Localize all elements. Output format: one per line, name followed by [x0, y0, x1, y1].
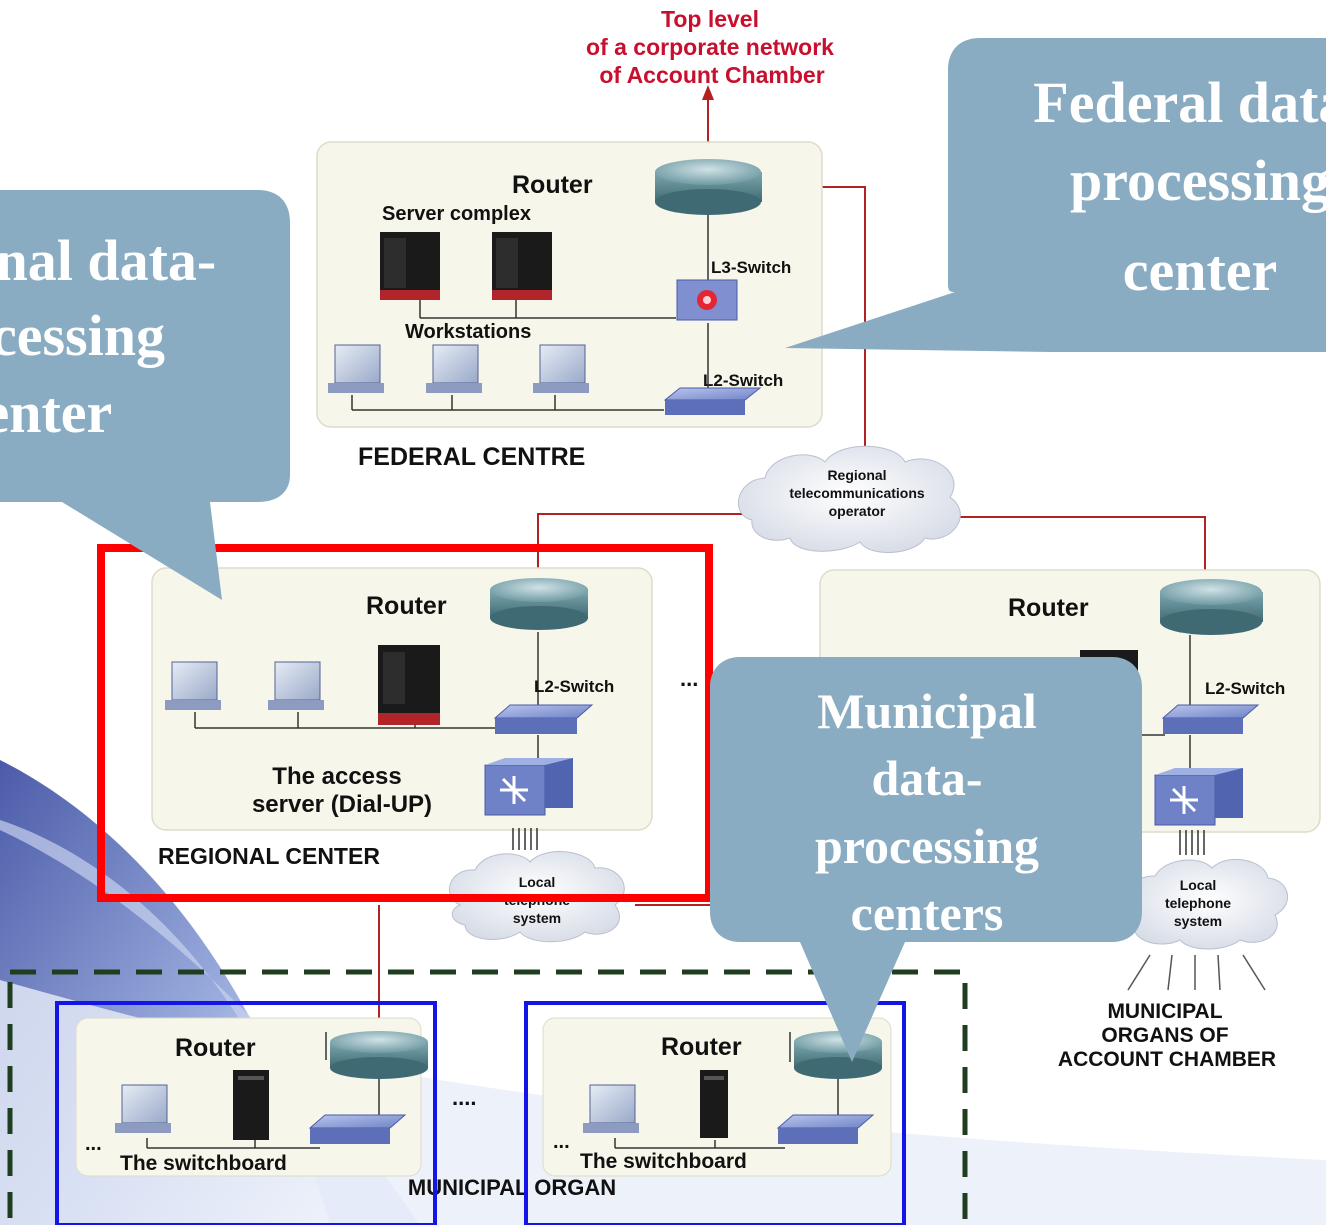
ellipsis-regional: ... — [680, 666, 698, 691]
municipal-highlight-box-right — [524, 1001, 906, 1225]
municipal-organs-line3: ACCOUNT CHAMBER — [1058, 1048, 1276, 1071]
municipal-organ-dashed-border — [7, 969, 968, 1225]
municipal-callout-line1: Municipal — [817, 683, 1037, 739]
right-l2-switch-icon — [1161, 704, 1260, 734]
right-access-server-icon — [1154, 768, 1243, 826]
regional-l2-switch-icon — [493, 704, 594, 734]
municipal-fanout-lines — [1127, 954, 1266, 991]
up-arrowhead — [702, 85, 714, 100]
municipal-highlight-box-left — [55, 1001, 437, 1225]
municipal-left-switchboard-label: The switchboard — [120, 1152, 287, 1175]
regional-center-panel: Router L2-Switch The access server (Dial… — [151, 567, 653, 831]
server-icon — [492, 232, 552, 300]
municipal-right-router-label: Router — [661, 1033, 742, 1061]
municipal-callout-line3: processing — [815, 818, 1039, 874]
federal-callout-line2: processing — [1070, 148, 1326, 213]
workstation-icon — [426, 344, 482, 393]
local-phone-right-line1: Local — [1180, 877, 1217, 893]
regional-callout: Regional data- processing center — [0, 190, 290, 600]
workstation-icon — [533, 344, 589, 393]
operator-line1: Regional — [827, 467, 886, 483]
access-server-line2: server (Dial-UP) — [252, 791, 432, 818]
regional-router-label: Router — [366, 592, 447, 620]
municipal-callout: Municipal data- processing centers — [710, 657, 1142, 1062]
regional-highlight-box — [97, 544, 713, 902]
municipal-callout-line2: data- — [871, 750, 982, 806]
top-level-label: Top level of a corporate network of Acco… — [586, 6, 834, 88]
municipal-left-router-icon — [330, 1031, 428, 1079]
federal-router-icon — [655, 159, 762, 215]
municipal-ellipsis: .... — [452, 1085, 476, 1110]
municipal-organs-line1: MUNICIPAL — [1107, 1000, 1222, 1023]
regional-center-title: REGIONAL CENTER — [158, 843, 380, 869]
federal-callout: Federal data- processing center — [785, 38, 1326, 352]
federal-centre-title: FEDERAL CENTRE — [358, 443, 585, 471]
top-level-line3: of Account Chamber — [599, 62, 824, 88]
operator-line2: telecommunications — [789, 485, 925, 501]
local-phone-left-line1: Local — [519, 874, 556, 890]
municipal-organ-title: MUNICIPAL ORGAN — [408, 1175, 616, 1200]
server-icon — [380, 232, 440, 300]
right-router-label: Router — [1008, 594, 1089, 622]
municipal-left-switch-icon — [308, 1114, 407, 1144]
workstation-icon — [115, 1084, 171, 1133]
server-icon — [378, 645, 440, 725]
municipal-left-dots: ... — [85, 1133, 102, 1155]
local-phone-cloud-right: Local telephone system — [1126, 858, 1289, 950]
federal-router-label: Router — [512, 171, 593, 199]
switchboard-icon — [233, 1070, 269, 1140]
local-phone-right-line2: telephone — [1165, 895, 1231, 911]
municipal-right-switchboard-label: The switchboard — [580, 1150, 747, 1173]
regional-callout-line3: center — [0, 380, 112, 445]
regional-l2-switch-label: L2-Switch — [534, 677, 614, 696]
workstation-icon — [328, 344, 384, 393]
federal-l2-switch-label: L2-Switch — [703, 371, 783, 390]
workstation-icon — [165, 661, 221, 710]
regional-router-icon — [490, 578, 588, 630]
right-router-icon — [1160, 579, 1263, 635]
federal-callout-line1: Federal data- — [1033, 70, 1326, 135]
access-server-line1: The access — [272, 763, 401, 790]
local-phone-left-line3: system — [513, 910, 561, 926]
server-complex-label: Server complex — [382, 203, 531, 225]
regional-callout-line1: Regional data- — [0, 228, 216, 293]
top-level-line1: Top level — [661, 6, 759, 32]
switchboard-icon — [700, 1070, 728, 1138]
municipal-panel-left: Router ... The switchboard — [75, 1017, 428, 1177]
municipal-left-router-label: Router — [175, 1034, 256, 1062]
regional-operator-cloud: Regional telecommunications operator — [737, 445, 961, 553]
municipal-panel-right: Router ... The switchboard — [542, 1017, 892, 1177]
municipal-organs-line2: ORGANS OF — [1101, 1024, 1228, 1047]
workstation-icon — [583, 1084, 639, 1133]
top-level-line2: of a corporate network — [586, 34, 834, 60]
regional-callout-line2: processing — [0, 303, 165, 368]
municipal-right-router-icon — [794, 1031, 882, 1079]
federal-l2-switch-icon — [663, 387, 762, 415]
municipal-right-switch-icon — [776, 1114, 875, 1144]
workstations-label: Workstations — [405, 321, 531, 343]
right-l2-switch-label: L2-Switch — [1205, 679, 1285, 698]
access-server-icon — [484, 758, 573, 816]
municipal-right-dots: ... — [553, 1131, 570, 1153]
federal-centre-panel: Router Server complex L3-Switch Workstat… — [316, 141, 823, 428]
local-phone-right-line3: system — [1174, 913, 1222, 929]
workstation-icon — [268, 661, 324, 710]
l3-switch-label: L3-Switch — [711, 258, 791, 277]
municipal-callout-line4: centers — [851, 885, 1004, 941]
l3-switch-icon — [676, 279, 738, 321]
right-phone-lines — [1179, 830, 1205, 855]
federal-callout-line3: center — [1123, 238, 1278, 303]
phone-lines — [512, 828, 538, 850]
operator-line3: operator — [829, 503, 886, 519]
